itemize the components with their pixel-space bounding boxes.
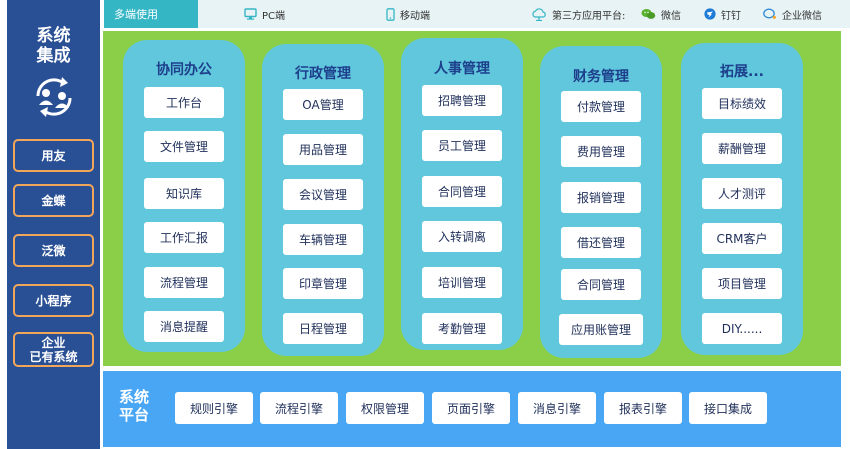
module-item[interactable]: 员工管理 — [422, 130, 502, 161]
module-item[interactable]: 费用管理 — [561, 136, 641, 167]
module-item[interactable]: OA管理 — [283, 89, 363, 120]
module-item[interactable]: 报销管理 — [561, 182, 641, 213]
sidebar-item-weaver[interactable]: 泛微 — [13, 234, 94, 267]
module-item[interactable]: 借还管理 — [561, 227, 641, 258]
engine-integration[interactable]: 接口集成 — [689, 392, 767, 424]
sidebar-item-existing-system[interactable]: 企业 已有系统 — [13, 332, 94, 367]
module-item[interactable]: 合同管理 — [561, 269, 641, 300]
monitor-icon — [244, 8, 257, 20]
module-item[interactable]: 会议管理 — [283, 179, 363, 210]
module-item[interactable]: 应用账管理 — [559, 314, 643, 345]
module-item[interactable]: 工作台 — [144, 87, 224, 118]
module-item[interactable]: 知识库 — [144, 178, 224, 209]
engine-rules[interactable]: 规则引擎 — [175, 392, 253, 424]
dingtalk-icon — [704, 8, 716, 20]
platform-wework[interactable]: 企业微信 — [763, 0, 822, 28]
platform-dingtalk[interactable]: 钉钉 — [704, 0, 741, 28]
module-item[interactable]: 招聘管理 — [422, 85, 502, 116]
module-item[interactable]: 消息提醒 — [144, 311, 224, 342]
module-item[interactable]: 工作汇报 — [144, 222, 224, 253]
module-title: 人事管理 — [434, 61, 490, 77]
module-item[interactable]: 车辆管理 — [283, 224, 363, 255]
module-title: 行政管理 — [295, 66, 351, 82]
sync-users-icon — [36, 77, 72, 117]
module-item[interactable]: 合同管理 — [422, 176, 502, 207]
engine-workflow[interactable]: 流程引擎 — [260, 392, 338, 424]
module-item[interactable]: 培训管理 — [422, 267, 502, 298]
module-item[interactable]: 印章管理 — [283, 268, 363, 299]
module-item[interactable]: 日程管理 — [283, 313, 363, 344]
module-item[interactable]: 考勤管理 — [422, 313, 502, 344]
module-title: 财务管理 — [573, 69, 629, 85]
module-title: 拓展... — [720, 64, 764, 80]
module-item[interactable]: 目标绩效 — [702, 88, 782, 119]
platform-title: 系统 平台 — [119, 388, 150, 424]
engine-permissions[interactable]: 权限管理 — [346, 392, 424, 424]
module-item[interactable]: 人才测评 — [702, 178, 782, 209]
tab-pc[interactable]: PC端 — [244, 0, 285, 28]
module-item[interactable]: CRM客户 — [702, 223, 782, 254]
sidebar-item-yonyou[interactable]: 用友 — [13, 139, 94, 172]
module-item[interactable]: 薪酬管理 — [702, 133, 782, 164]
sidebar-item-mini-program[interactable]: 小程序 — [13, 284, 94, 317]
engine-messages[interactable]: 消息引擎 — [518, 392, 596, 424]
sidebar-system-integration: 系统 集成 用友 金蝶 泛微 小程序 企业 已有系统 — [7, 0, 100, 449]
top-bar: 多端使用 PC端 移动端 第三方应用平台: 微信 — [101, 0, 850, 28]
module-item[interactable]: 项目管理 — [702, 268, 782, 299]
tab-multi-terminal[interactable]: 多端使用 — [104, 0, 198, 28]
module-extension: 拓展... 目标绩效 薪酬管理 人才测评 CRM客户 项目管理 DIY.....… — [681, 43, 803, 355]
engine-pages[interactable]: 页面引擎 — [432, 392, 510, 424]
sidebar-title: 系统 集成 — [36, 26, 71, 66]
module-hr: 人事管理 招聘管理 员工管理 合同管理 入转调离 培训管理 考勤管理 — [401, 38, 523, 350]
wechat-icon — [641, 9, 656, 19]
module-item[interactable]: 文件管理 — [144, 131, 224, 162]
module-finance: 财务管理 付款管理 费用管理 报销管理 借还管理 合同管理 应用账管理 — [540, 46, 662, 358]
module-item[interactable]: DIY...... — [702, 313, 782, 344]
module-collaboration: 协同办公 工作台 文件管理 知识库 工作汇报 流程管理 消息提醒 — [123, 40, 245, 352]
platform-strip — [198, 0, 850, 28]
engine-reports[interactable]: 报表引擎 — [604, 392, 682, 424]
sidebar-item-kingdee[interactable]: 金蝶 — [13, 184, 94, 217]
business-modules-area: 协同办公 工作台 文件管理 知识库 工作汇报 流程管理 消息提醒 行政管理 OA… — [103, 31, 841, 366]
third-party-label: 第三方应用平台: — [531, 0, 625, 28]
mobile-phone-icon — [386, 7, 395, 21]
module-administration: 行政管理 OA管理 用品管理 会议管理 车辆管理 印章管理 日程管理 — [262, 44, 384, 356]
module-item[interactable]: 付款管理 — [561, 91, 641, 122]
module-item[interactable]: 流程管理 — [144, 267, 224, 298]
module-item[interactable]: 入转调离 — [422, 221, 502, 252]
platform-wechat[interactable]: 微信 — [641, 0, 681, 28]
tab-mobile[interactable]: 移动端 — [386, 0, 430, 28]
module-item[interactable]: 用品管理 — [283, 134, 363, 165]
wework-icon — [763, 8, 776, 19]
cloud-platform-icon — [532, 7, 546, 21]
system-platform-area: 系统 平台 规则引擎 流程引擎 权限管理 页面引擎 消息引擎 报表引擎 接口集成 — [103, 371, 841, 447]
module-title: 协同办公 — [156, 62, 212, 78]
